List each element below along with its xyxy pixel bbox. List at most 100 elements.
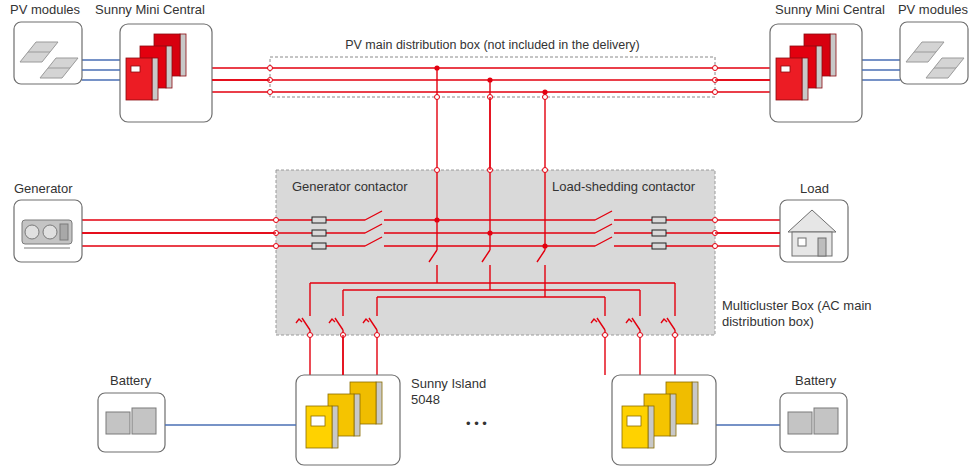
- ac-wire: [482, 80, 490, 290]
- terminal: [435, 168, 440, 173]
- battery-symbol: [814, 408, 838, 434]
- ac-wire: [537, 92, 545, 297]
- fuse-symbol: [312, 243, 326, 249]
- inverter-unit: [152, 58, 158, 100]
- terminal: [713, 244, 718, 249]
- device-label: Generator: [14, 181, 73, 197]
- power-line: [82, 232, 276, 233]
- battery-symbol: [788, 412, 812, 434]
- generator-symbol: [22, 220, 72, 248]
- island-inverter-unit: [332, 406, 338, 448]
- island-inverter-unit: [692, 382, 698, 424]
- inverter-icon: Sunny Mini Central: [120, 24, 212, 122]
- inverter-icon: Sunny Mini Central: [770, 24, 862, 122]
- fuse-symbol: [652, 243, 666, 249]
- fuse-symbol: [652, 230, 666, 236]
- distribution-box: PV main distribution box (not included i…: [270, 57, 715, 97]
- generator-symbol: [25, 225, 39, 239]
- icon-frame: [780, 393, 847, 452]
- terminal: [713, 66, 718, 71]
- device-label: Battery: [795, 373, 836, 389]
- power-line: [212, 79, 270, 80]
- distribution-outline: [270, 57, 715, 97]
- terminal: [713, 90, 718, 95]
- generator-symbol: [24, 248, 70, 249]
- terminal: [603, 333, 608, 338]
- island-inverter-unit: [670, 394, 676, 436]
- inverter-unit: [816, 46, 822, 88]
- fuse-symbol: [652, 217, 666, 223]
- ac-wire: [661, 283, 675, 375]
- house-symbol: [818, 238, 826, 256]
- inverter-unit: [126, 58, 152, 100]
- text-holder: Generator contactor: [292, 179, 408, 195]
- inverter-unit: [830, 34, 836, 76]
- inverter-unit: [126, 34, 836, 100]
- text-holder: PV modules: [870, 2, 968, 18]
- terminal: [268, 66, 718, 338]
- terminal: [673, 333, 678, 338]
- house-symbol: [792, 232, 832, 256]
- icon-frame: [780, 200, 848, 262]
- device-label: PV modules: [10, 2, 80, 18]
- fuse-symbol: [312, 217, 326, 223]
- terminal: [274, 244, 279, 249]
- device-label: Sunny Mini Central: [775, 2, 885, 18]
- icon-frame: [296, 375, 400, 465]
- device-label: Battery: [110, 373, 151, 389]
- ac-wire: [82, 211, 780, 220]
- device-label: PV modules: [870, 2, 968, 18]
- house-symbol: [798, 238, 806, 246]
- junction-dot: [434, 65, 439, 70]
- battery-symbol: [106, 408, 838, 434]
- icon-frame: [14, 200, 82, 262]
- terminal: [543, 95, 548, 100]
- device-label: PV main distribution box (not included i…: [270, 38, 715, 53]
- icon-frame: [14, 22, 968, 465]
- inverter-unit: [781, 66, 790, 72]
- inverter-unit: [776, 58, 802, 100]
- terminal: [638, 333, 643, 338]
- icon-frame: [14, 22, 82, 84]
- terminal: [268, 66, 273, 71]
- ac-wire: [296, 283, 310, 375]
- battery-icon: Battery: [780, 393, 847, 452]
- junction-dot: [434, 65, 547, 248]
- power-line: [862, 69, 900, 70]
- device-label: Sunny Mini Central: [95, 2, 205, 18]
- generator-icon: Generator: [14, 200, 82, 262]
- ac-wire: [429, 68, 437, 283]
- text-holder: PV main distribution box (not included i…: [270, 38, 715, 53]
- sunny-island-icon: Sunny Island 5048: [296, 375, 400, 465]
- house-symbol: [788, 210, 836, 232]
- generator-symbol: [22, 220, 72, 244]
- text-holder: Load-shedding contactor: [552, 179, 695, 195]
- device-label: Generator contactor: [292, 179, 408, 195]
- island-inverter-unit: [376, 382, 382, 424]
- fuse-symbol: [312, 217, 666, 249]
- ac-wire: [212, 68, 770, 92]
- terminal: [435, 95, 440, 100]
- device-label: Sunny Island 5048: [411, 376, 497, 407]
- power-line: [715, 79, 770, 80]
- distribution-outline: [270, 57, 715, 97]
- load-icon: Load: [780, 200, 848, 262]
- power-line: [489, 97, 490, 170]
- pv-modules-icon: PV modules: [900, 22, 968, 84]
- ac-wire: [329, 290, 343, 375]
- text-holder: Sunny Island 5048: [411, 376, 497, 407]
- junction-dot: [434, 217, 439, 222]
- ac-wire: [82, 224, 780, 233]
- multicluster-box: Generator contactor Load-shedding contact…: [276, 170, 715, 335]
- island-inverter-unit: [311, 416, 325, 426]
- island-inverter-unit: [354, 394, 360, 436]
- terminal: [713, 218, 718, 223]
- text-holder: Battery: [795, 373, 836, 389]
- inverter-unit: [166, 46, 172, 88]
- battery-icon: Battery: [98, 393, 165, 452]
- ac-wire: [626, 290, 640, 375]
- ac-wire: [82, 237, 780, 246]
